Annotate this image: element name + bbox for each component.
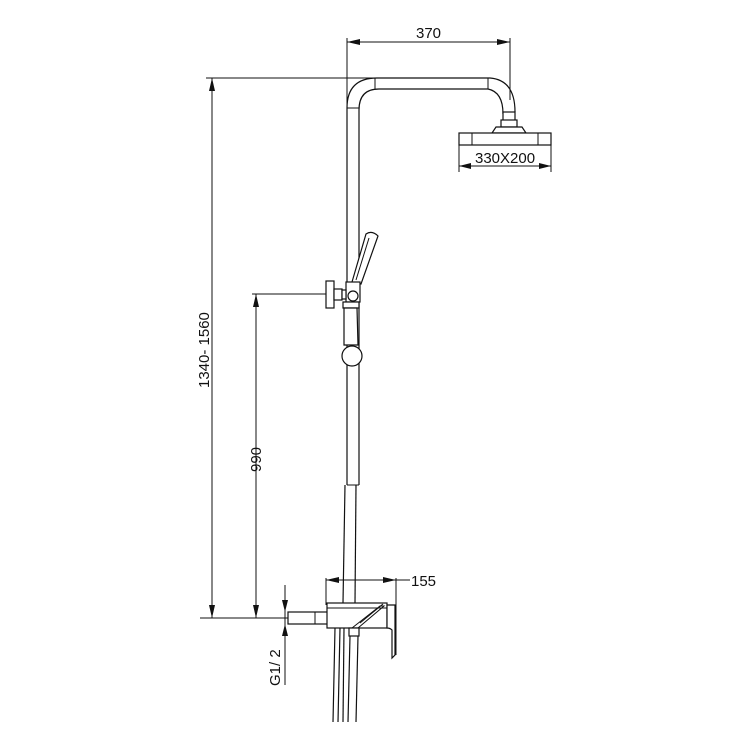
dimension-mixer-depth: 155 — [325, 573, 436, 655]
label-arm-reach: 370 — [416, 25, 441, 42]
shower-hose — [332, 627, 359, 723]
dimension-inlet-thread: G1/ 2 — [267, 585, 288, 686]
thermostatic-mixer — [287, 602, 396, 660]
label-inlet-thread: G1/ 2 — [267, 649, 284, 686]
dimension-total-height: 1340- 1560 — [196, 77, 375, 618]
label-mixer-depth: 155 — [411, 573, 436, 590]
label-head-size: 330X200 — [475, 150, 535, 167]
dimension-mixer-to-outlet: 990 — [248, 293, 333, 618]
hand-shower — [325, 231, 379, 367]
rain-shower-head: 330X200 — [458, 111, 552, 172]
label-total-height: 1340- 1560 — [196, 312, 213, 388]
label-mixer-to-outlet: 990 — [248, 447, 265, 472]
